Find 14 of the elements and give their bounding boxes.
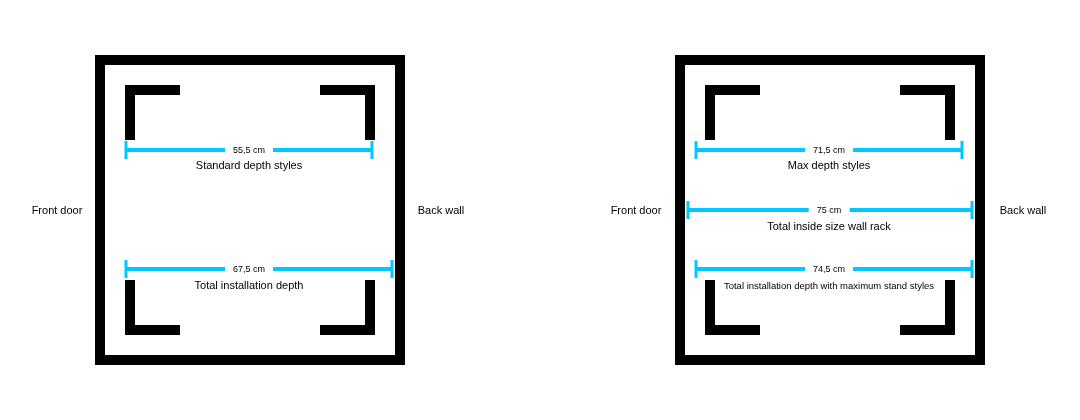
side-label: Back wall	[417, 204, 465, 216]
dimension-value: 55,5 cm	[225, 145, 273, 155]
dimension-value: 67,5 cm	[225, 264, 273, 274]
dimension-value: 71,5 cm	[805, 145, 853, 155]
dimension-caption: Standard depth styles	[195, 159, 303, 171]
side-label: Front door	[610, 204, 662, 216]
dimension-caption: Total installation depth	[194, 279, 304, 291]
dimension-caption: Total inside size wall rack	[767, 220, 891, 232]
dimension-caption: Total installation depth with maximum stand styles	[723, 281, 935, 291]
side-label: Front door	[31, 204, 83, 216]
side-label: Back wall	[999, 204, 1047, 216]
dimension-value: 74,5 cm	[805, 264, 853, 274]
dimension-value: 75 cm	[808, 205, 850, 215]
dimension-caption: Max depth styles	[787, 159, 871, 171]
